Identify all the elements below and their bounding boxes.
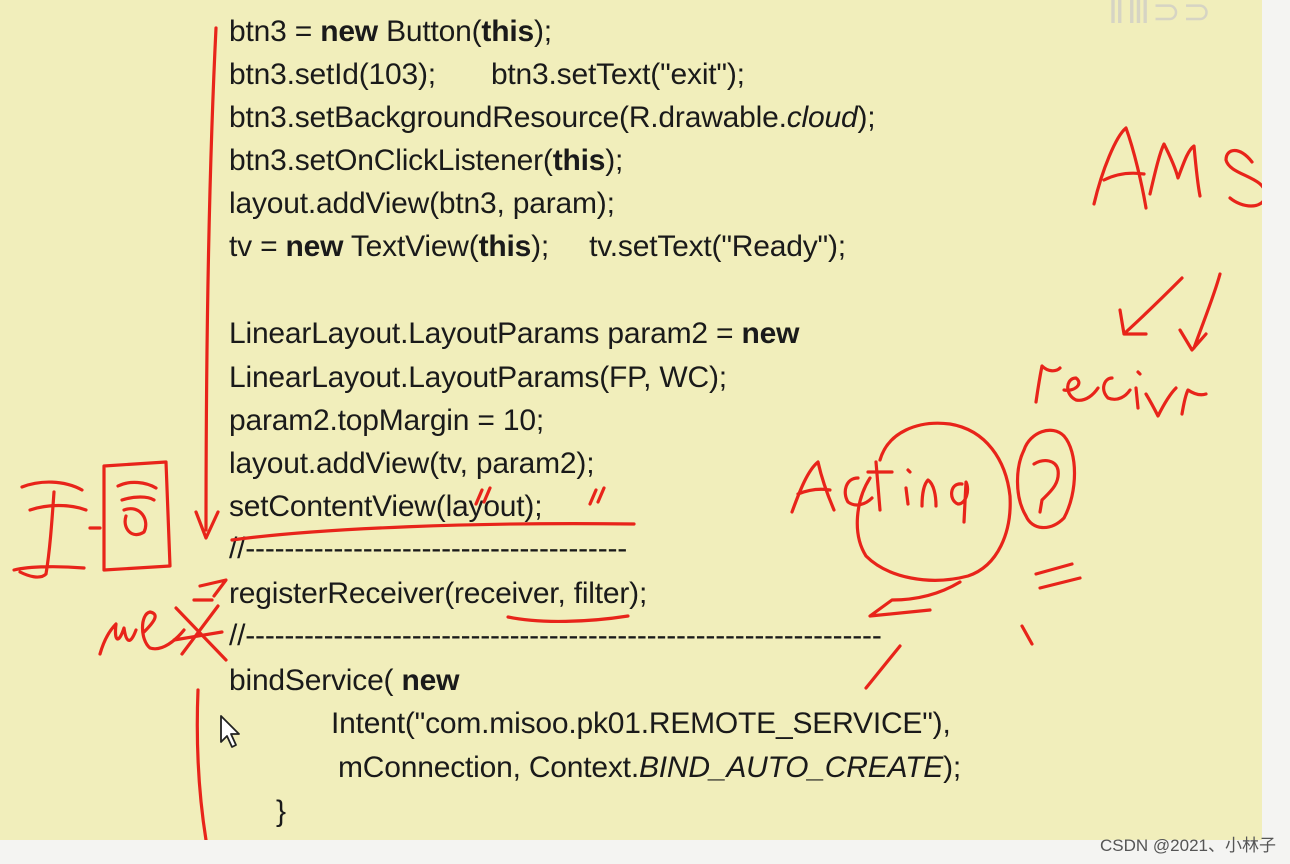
equals-sign bbox=[1034, 562, 1082, 590]
code-line-14: //--------------------------------------… bbox=[229, 619, 882, 652]
code-line-18: } bbox=[276, 795, 286, 828]
arrow-down-2 bbox=[1178, 272, 1222, 352]
flow-line-lower bbox=[195, 688, 208, 840]
scribble-left bbox=[12, 480, 102, 579]
code-line-10: layout.addView(tv, param2); bbox=[229, 447, 595, 480]
code-line-7: LinearLayout.LayoutParams param2 = new bbox=[229, 317, 800, 350]
code-line-6: tv = new TextView(this);tv.setText("Read… bbox=[229, 230, 846, 263]
code-line-9: param2.topMargin = 10; bbox=[229, 404, 544, 437]
flow-arrow-head bbox=[194, 510, 220, 540]
flow-arrow-line bbox=[204, 26, 218, 532]
scribble-me bbox=[98, 610, 186, 656]
code-line-17: mConnection, Context.BIND_AUTO_CREATE); bbox=[338, 751, 962, 784]
scribble-box bbox=[102, 460, 172, 572]
handwritten-acting bbox=[790, 460, 970, 524]
right-edge bbox=[1262, 0, 1290, 864]
top-logo-watermark: ⅡⅢ⊃⊃ bbox=[1108, 0, 1214, 31]
question-mark bbox=[1032, 459, 1060, 514]
arrow-to-receiver bbox=[868, 580, 962, 618]
mouse-cursor-icon bbox=[220, 715, 240, 748]
code-line-15: bindService( new bbox=[229, 664, 460, 697]
code-line-5: layout.addView(btn3, param); bbox=[229, 187, 615, 220]
slide: ⅡⅢ⊃⊃ btn3 = new Button(this); btn3.setId… bbox=[0, 0, 1262, 840]
code-line-3: btn3.setBackgroundResource(R.drawable.cl… bbox=[229, 101, 876, 134]
code-line-4: btn3.setOnClickListener(this); bbox=[229, 144, 624, 177]
arrow-down-1 bbox=[1118, 276, 1184, 336]
code-line-13: registerReceiver(receiver, filter); bbox=[229, 577, 648, 610]
handwritten-ams bbox=[1092, 126, 1262, 210]
code-line-16: Intent("com.misoo.pk01.REMOTE_SERVICE"), bbox=[331, 707, 951, 740]
bottom-edge bbox=[0, 840, 1290, 864]
oval-question bbox=[1015, 428, 1077, 530]
code-line-11: setContentView(layout); bbox=[229, 490, 543, 523]
code-line-8: LinearLayout.LayoutParams(FP, WC); bbox=[229, 361, 727, 394]
code-line-1: btn3 = new Button(this); bbox=[229, 15, 552, 48]
csdn-watermark: CSDN @2021、小林子 bbox=[1100, 836, 1276, 855]
circle-acting bbox=[855, 421, 1012, 582]
handwritten-receivr bbox=[1034, 364, 1208, 418]
code-line-2: btn3.setId(103);btn3.setText("exit"); bbox=[229, 58, 745, 91]
code-line-12: //--------------------------------------… bbox=[229, 532, 628, 565]
